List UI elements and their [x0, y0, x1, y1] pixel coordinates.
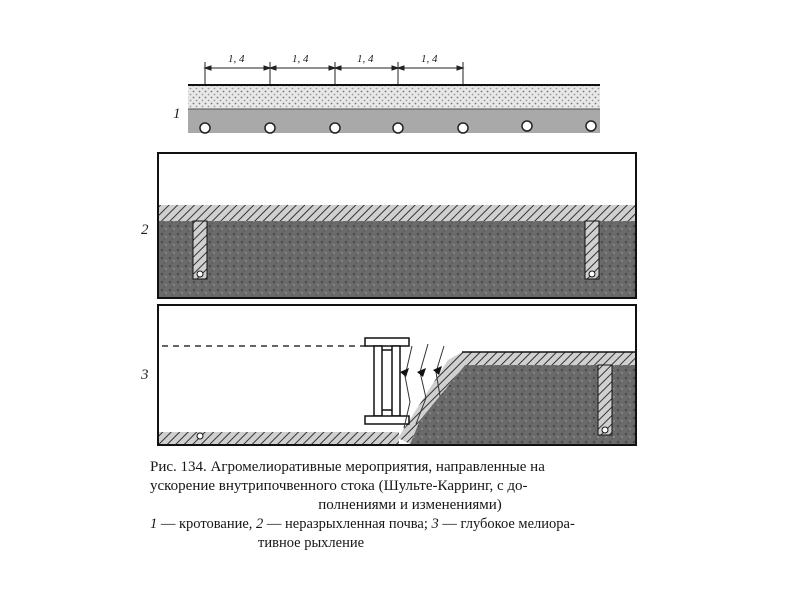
spacing-label: 1, 4 [357, 53, 374, 65]
loosened-layer [159, 205, 635, 221]
spacing-label: 1, 4 [228, 53, 245, 65]
loosened-wedge [398, 352, 635, 444]
spacing-label: 1, 4 [292, 53, 309, 65]
caption-title-line: ускорение внутрипочвенного стока (Шульте… [150, 478, 528, 494]
caption-title-line: Рис. 134. Агромелиоративные мероприятия,… [150, 459, 545, 475]
ripper-tool [364, 337, 410, 425]
dimension-line [203, 65, 465, 71]
slot-left [192, 220, 208, 280]
legend-num: 2 [256, 516, 264, 532]
bottom-layer [159, 432, 399, 444]
panel-3-slot [597, 364, 613, 436]
loosening-arrows [400, 366, 442, 377]
caption-title-line: полнениями и изменениями) [318, 497, 502, 513]
figure-caption: Рис. 134. Агромелиоративные мероприятия,… [150, 458, 670, 553]
panel-label-3: 3 [141, 367, 149, 383]
soil-mass [410, 365, 635, 444]
topsoil-layer [188, 85, 600, 109]
caption-legend: 1 — кротование, 2 — неразрыхленная почва… [150, 515, 670, 534]
legend-text: — неразрыхленная почва; [263, 516, 432, 532]
spacing-label: 1, 4 [421, 53, 438, 65]
panel-label-1: 1 [173, 106, 181, 122]
legend-num: 3 [431, 516, 439, 532]
slot-right [584, 220, 600, 280]
legend-text: — глубокое мелиора- [438, 516, 575, 532]
panel-3-deep-loosening [157, 304, 637, 446]
legend-num: 1 [150, 516, 158, 532]
panel-1-mole-drainage: 1, 4 1, 4 1, 4 1, 4 [188, 53, 600, 134]
mole-drains [199, 120, 597, 134]
diagram-figure: 1, 4 1, 4 1, 4 1, 4 [157, 53, 637, 446]
panel-label-2: 2 [141, 222, 149, 238]
untilled-soil [159, 221, 635, 297]
panel-2 [157, 152, 637, 299]
legend-text: — кротование, [157, 516, 257, 532]
caption-legend-tail: тивное рыхление [258, 535, 365, 551]
